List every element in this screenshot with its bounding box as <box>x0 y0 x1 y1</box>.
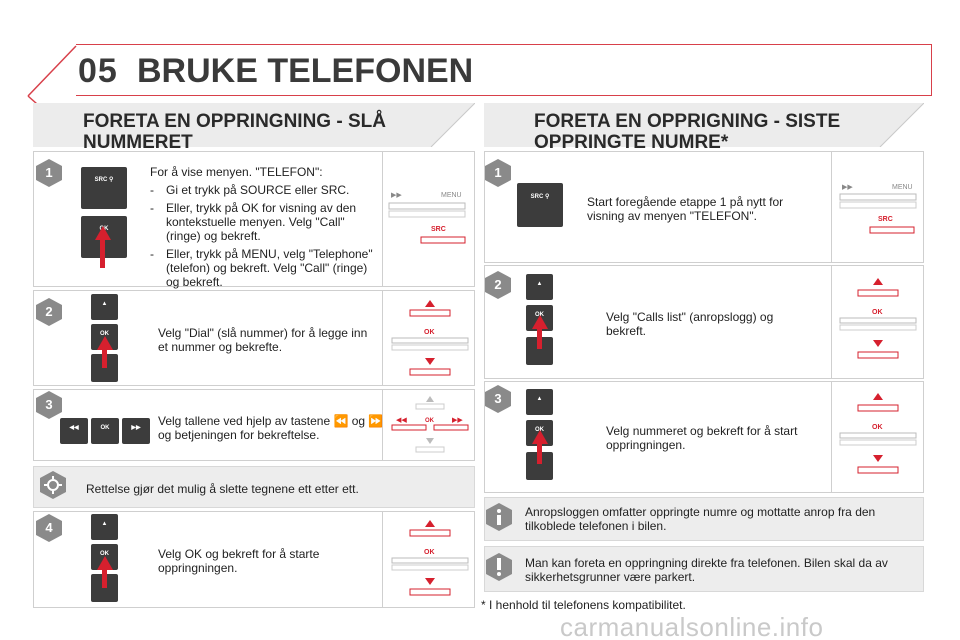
right-heading-line2: OPPRINGTE NUMRE* <box>534 132 729 153</box>
ok-button: OK <box>91 418 119 444</box>
press-arrow-head-icon <box>532 315 548 329</box>
step-badge: 1 <box>34 158 64 188</box>
svg-text:SRC: SRC <box>878 216 893 223</box>
warning-icon <box>486 553 512 581</box>
press-arrow-icon <box>100 232 105 268</box>
right-step3-text: Velg nummeret og bekreft for å start opp… <box>606 424 798 452</box>
previous-button: ◀◀ <box>60 418 88 444</box>
press-arrow-head-icon <box>532 430 548 444</box>
next-button: ▶▶ <box>122 418 150 444</box>
svg-text:OK: OK <box>424 549 435 556</box>
right-step2-text: Velg "Calls list" (anropslogg) og bekref… <box>606 310 774 338</box>
up-button: ▲ <box>526 389 553 415</box>
step-badge: 1 <box>483 158 513 188</box>
info-icon <box>486 503 512 531</box>
seek-selector-illustration: ◀◀ OK ▶▶ <box>391 396 469 453</box>
right-step2-panel <box>484 265 924 379</box>
press-arrow-icon <box>537 321 542 349</box>
svg-text:▶▶: ▶▶ <box>452 417 463 424</box>
radio-menu-illustration: ▶▶ MENU SRC <box>388 192 466 244</box>
chapter-title: BRUKE TELEFONEN <box>137 52 474 90</box>
svg-text:OK: OK <box>872 309 883 316</box>
ok-selector-illustration: OK <box>391 300 469 376</box>
left-heading-line2: NUMMERET <box>83 132 193 153</box>
svg-text:MENU: MENU <box>441 192 462 199</box>
up-button: ▲ <box>91 294 118 320</box>
left-step1-text: For å vise menyen. "TELEFON": Gi et tryk… <box>150 165 382 289</box>
step-badge: 3 <box>34 390 64 420</box>
step-badge: 2 <box>34 297 64 327</box>
src-button: SRC ⚲ <box>81 167 127 209</box>
left-step4-text: Velg OK og bekreft for å starte oppringn… <box>158 547 320 575</box>
step-badge: 3 <box>483 384 513 414</box>
svg-text:▶▶: ▶▶ <box>842 184 853 191</box>
left-step3-text: Velg tallene ved hjelp av tastene ⏪ og ⏩… <box>158 414 384 442</box>
ok-selector-illustration: OK <box>839 393 917 474</box>
right-step3-panel <box>484 381 924 493</box>
svg-text:SRC: SRC <box>431 226 446 233</box>
ok-selector-illustration: OK <box>839 278 917 359</box>
press-arrow-icon <box>537 436 542 464</box>
tip-text: Rettelse gjør det mulig å slette tegnene… <box>86 482 359 496</box>
press-arrow-head-icon <box>97 556 113 570</box>
chapter-number: 05 <box>78 52 118 90</box>
up-button: ▲ <box>526 274 553 300</box>
press-arrow-head-icon <box>97 336 113 350</box>
step-badge: 4 <box>34 513 64 543</box>
svg-text:OK: OK <box>425 418 435 424</box>
svg-text:◀◀: ◀◀ <box>396 417 407 424</box>
svg-text:OK: OK <box>872 424 883 431</box>
src-button: SRC ⚲ <box>517 183 563 227</box>
ok-selector-illustration: OK <box>391 520 469 596</box>
header-frame <box>76 44 932 96</box>
left-step2-text: Velg "Dial" (slå nummer) for å legge inn… <box>158 326 368 354</box>
svg-text:▶▶: ▶▶ <box>391 192 402 199</box>
info-panel <box>484 497 924 541</box>
right-section-heading: FORETA EN OPPRIGNING - SISTE OPPRINGTE N… <box>484 103 924 153</box>
tip-gear-icon <box>40 471 66 499</box>
svg-text:OK: OK <box>424 329 435 336</box>
radio-menu-illustration: ▶▶ MENU SRC <box>839 184 917 234</box>
up-button: ▲ <box>91 514 118 540</box>
right-heading-line1: FORETA EN OPPRIGNING - SISTE <box>534 111 841 132</box>
watermark: carmanualsonline.info <box>560 612 824 640</box>
press-arrow-head-icon <box>95 226 111 240</box>
warning-panel <box>484 546 924 592</box>
press-arrow-icon <box>102 562 107 588</box>
warning-text: Man kan foreta en oppringning direkte fr… <box>525 556 888 584</box>
right-step1-text: Start foregående etappe 1 på nytt for vi… <box>587 195 784 223</box>
footnote: * I henhold til telefonens kompatibilite… <box>481 598 686 612</box>
left-section-heading: FORETA EN OPPRINGNING - SLÅ NUMMERET <box>33 103 475 153</box>
step-badge: 2 <box>483 270 513 300</box>
tip-panel <box>33 466 475 508</box>
info-text: Anropsloggen omfatter oppringte numre og… <box>525 505 876 533</box>
press-arrow-icon <box>102 342 107 368</box>
left-heading-line1: FORETA EN OPPRINGNING - SLÅ <box>83 111 386 132</box>
svg-text:MENU: MENU <box>892 184 913 191</box>
